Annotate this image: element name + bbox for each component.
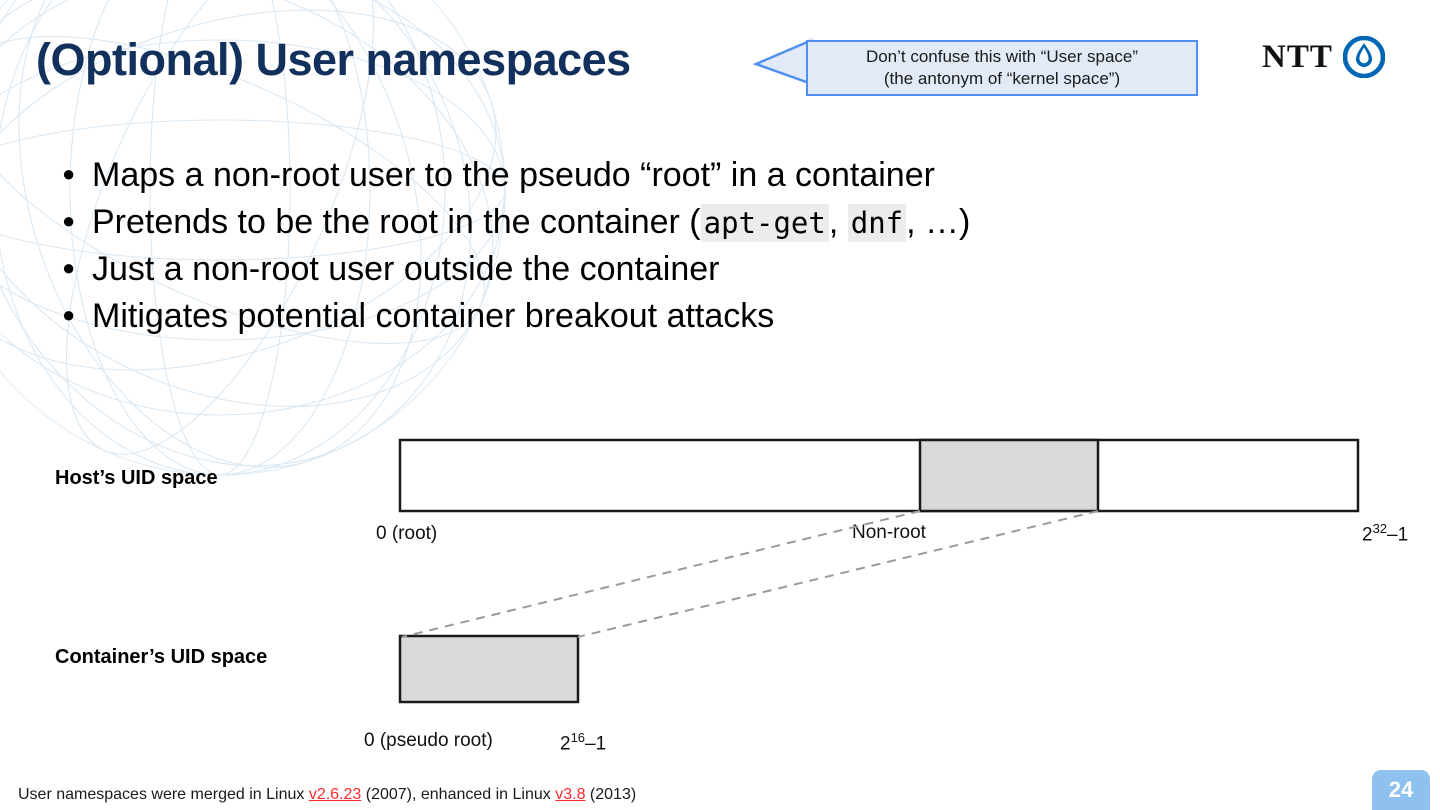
ntt-circle-mark-icon [1342, 36, 1385, 78]
inline-code: dnf [847, 204, 907, 243]
bullet-dot-icon: ● [62, 302, 76, 328]
bullet-item: ● Mitigates potential container breakout … [62, 296, 1302, 336]
callout-line-1: Don’t confuse this with “User space” [865, 46, 1139, 66]
callout-text: Don’t confuse this with “User space” (th… [808, 42, 1196, 94]
bullet-list: ● Maps a non-root user to the pseudo “roo… [62, 155, 1302, 343]
inline-text: Just a non-root user outside the contain… [92, 250, 720, 289]
footer-link-v2623[interactable]: v2.6.23 [308, 786, 362, 803]
host-uid-space-label: Host’s UID space [55, 467, 218, 489]
callout-line-2: (the antonym of “kernel space”) [883, 69, 1121, 88]
callout-box: Don’t confuse this with “User space” (th… [806, 40, 1198, 96]
container-max-label: 216–1 [560, 730, 606, 755]
inline-text: , [828, 203, 848, 242]
callout-tail-icon [752, 38, 814, 88]
inline-text: Pretends to be the root in the container… [92, 203, 701, 242]
container-max-base: 2 [560, 733, 571, 755]
container-uid-bar [398, 634, 580, 704]
footer-text-3: (2013) [585, 786, 637, 803]
host-max-suffix: –1 [1387, 524, 1409, 546]
footer-text-1: User namespaces were merged in Linux [18, 786, 309, 803]
ntt-wordmark: NTT [1262, 38, 1333, 75]
page-title: (Optional) User namespaces [36, 34, 631, 85]
bullet-text: Just a non-root user outside the contain… [92, 249, 1302, 289]
page-number-badge: 24 [1372, 770, 1430, 810]
bullet-item: ● Just a non-root user outside the contai… [62, 249, 1302, 289]
container-uid-space-label: Container’s UID space [55, 646, 268, 668]
inline-text: Mitigates potential container breakout a… [92, 297, 775, 336]
host-max-exponent: 32 [1372, 521, 1388, 536]
bullet-item: ● Maps a non-root user to the pseudo “roo… [62, 155, 1302, 195]
mapping-connector-right [577, 510, 1099, 638]
inline-text: , …) [906, 203, 971, 242]
inline-code: apt-get [700, 204, 829, 243]
footer-note: User namespaces were merged in Linux v2.… [18, 786, 636, 804]
bullet-text: Mitigates potential container breakout a… [92, 296, 1302, 336]
bullet-item: ● Pretends to be the root in the containe… [62, 202, 1302, 243]
container-max-suffix: –1 [585, 733, 607, 755]
host-uid-bar [398, 438, 1360, 513]
mapping-connector-left [401, 510, 921, 638]
bullet-dot-icon: ● [62, 208, 76, 234]
host-max-label: 232–1 [1362, 521, 1408, 546]
inline-text: Maps a non-root user to the pseudo “root… [92, 156, 935, 194]
bullet-dot-icon: ● [62, 161, 76, 186]
host-mapped-range [918, 438, 1100, 513]
footer-link-v38[interactable]: v3.8 [555, 786, 586, 803]
host-max-base: 2 [1362, 524, 1373, 546]
host-nonroot-label: Non-root [852, 522, 926, 543]
bullet-text: Maps a non-root user to the pseudo “root… [92, 155, 1302, 195]
bullet-dot-icon: ● [62, 255, 76, 281]
footer-text-2: (2007), enhanced in Linux [361, 786, 556, 803]
bullet-text: Pretends to be the root in the container… [92, 202, 1302, 243]
ntt-logo: NTT [1262, 36, 1385, 78]
container-max-exponent: 16 [570, 730, 586, 745]
container-min-label: 0 (pseudo root) [364, 730, 493, 751]
host-min-label: 0 (root) [376, 523, 438, 544]
